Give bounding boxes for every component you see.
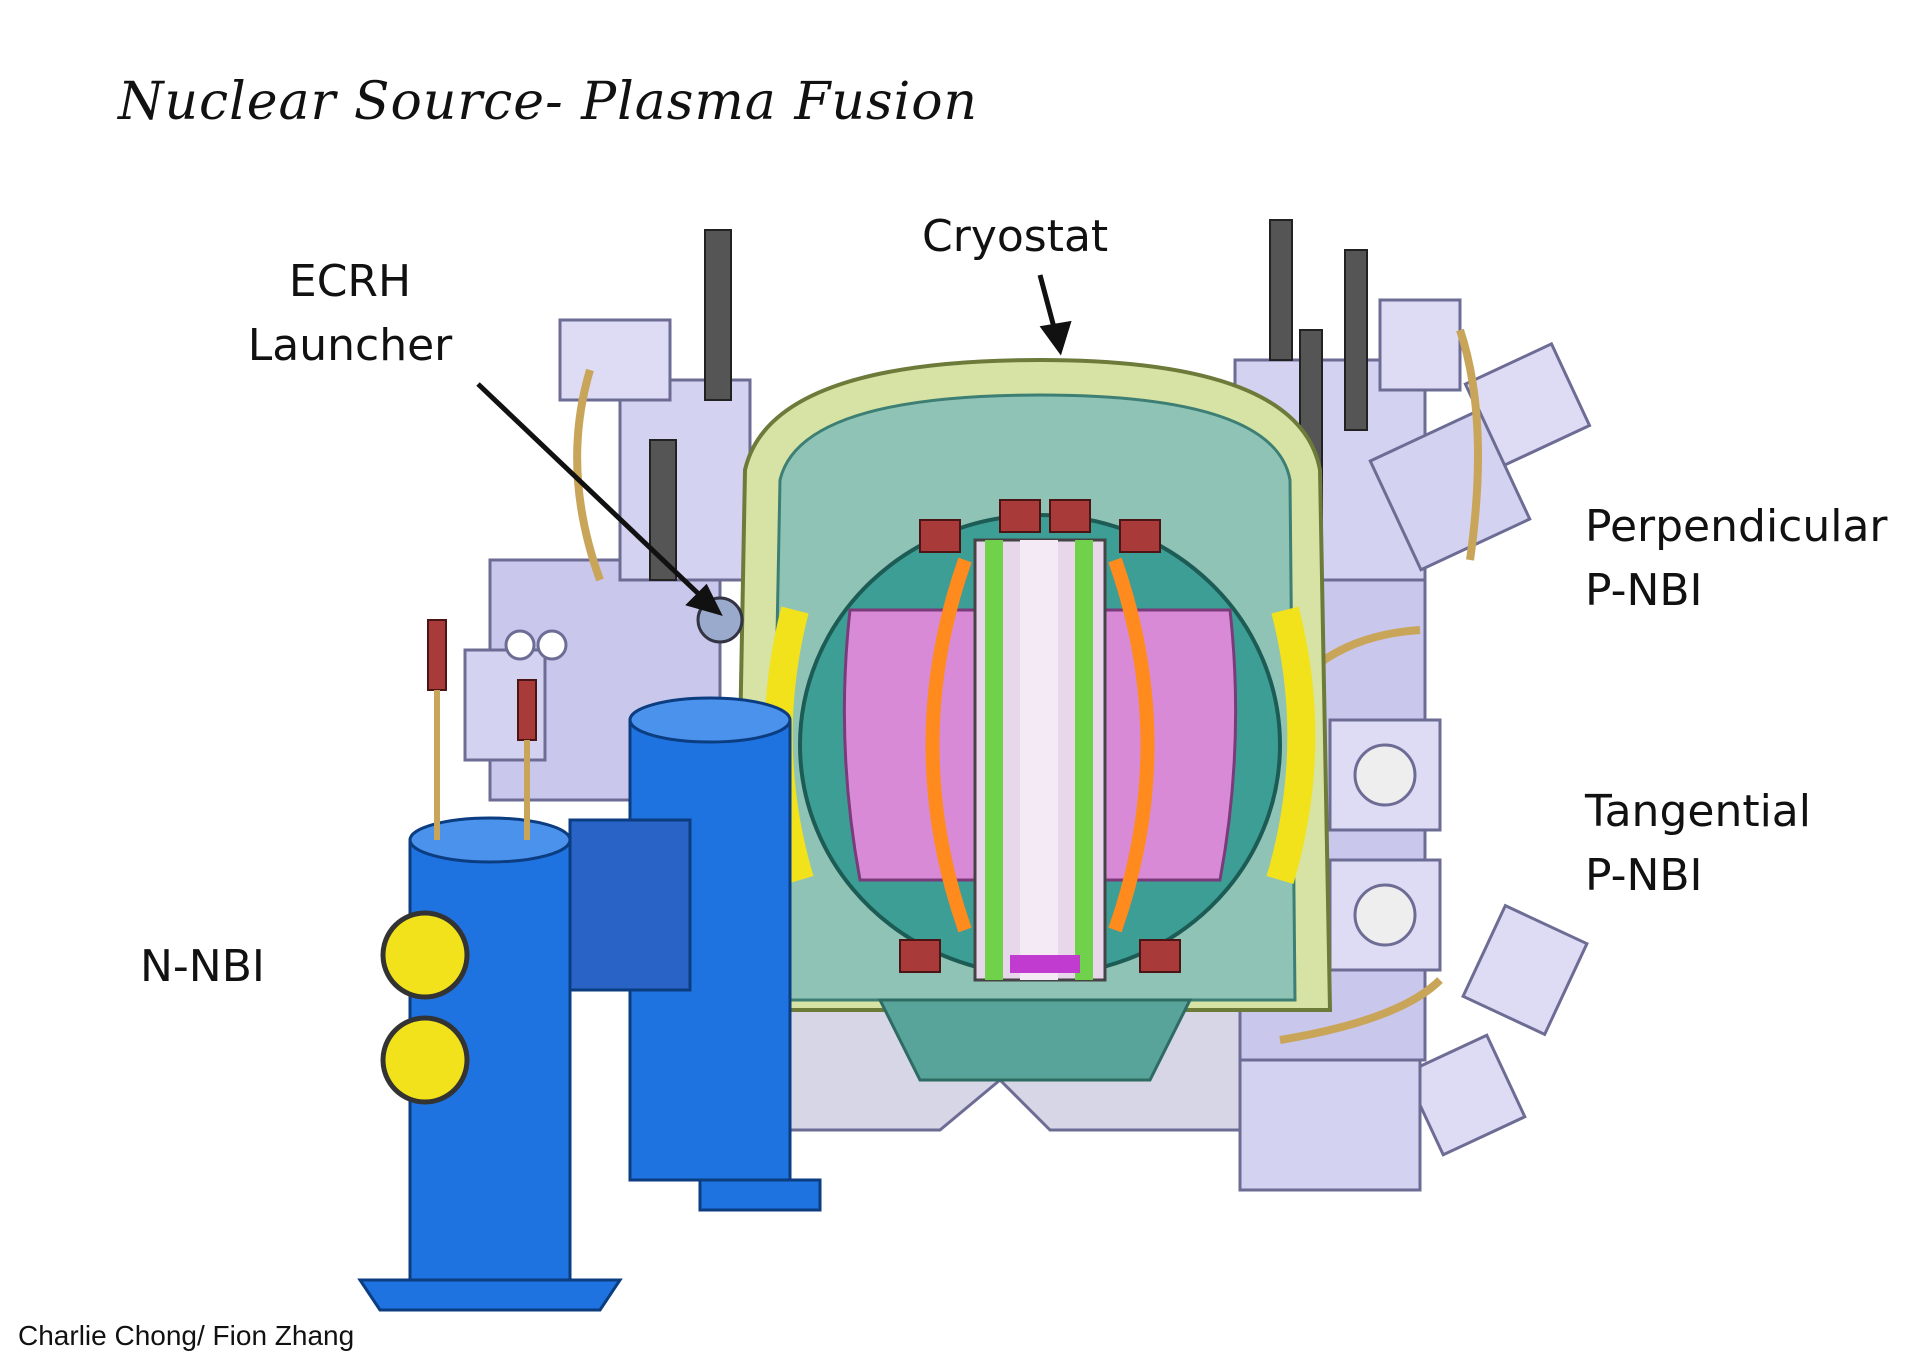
cryostat-label: Cryostat xyxy=(922,211,1109,262)
credit-text: Charlie Chong/ Fion Zhang xyxy=(18,1320,355,1351)
perpendicular-label-line-1: Perpendicular xyxy=(1585,501,1888,552)
perpendicular-label-line-2: P-NBI xyxy=(1585,565,1703,616)
nnbi-label: N-NBI xyxy=(140,941,265,992)
perpendicular-pnbi-label: Perpendicular P-NBI xyxy=(1585,495,1888,623)
ecrh-arrow xyxy=(476,382,723,616)
tangential-pnbi-label: Tangential P-NBI xyxy=(1585,780,1811,908)
cryostat-arrow xyxy=(1037,274,1072,356)
ecrh-launcher-label: ECRH Launcher xyxy=(240,250,460,378)
tangential-label-line-2: P-NBI xyxy=(1585,850,1703,901)
perpendicular-injector-left xyxy=(463,229,752,802)
negative-nbi-injector xyxy=(357,619,822,1312)
slide-title: Nuclear Source- Plasma Fusion xyxy=(118,72,979,132)
tangential-label-line-1: Tangential xyxy=(1585,786,1811,837)
ecrh-label-line-1: ECRH xyxy=(288,256,412,307)
poloidal-coils xyxy=(899,499,1181,973)
vacuum-vessel xyxy=(764,513,1316,982)
ecrh-label-line-2: Launcher xyxy=(247,320,453,371)
